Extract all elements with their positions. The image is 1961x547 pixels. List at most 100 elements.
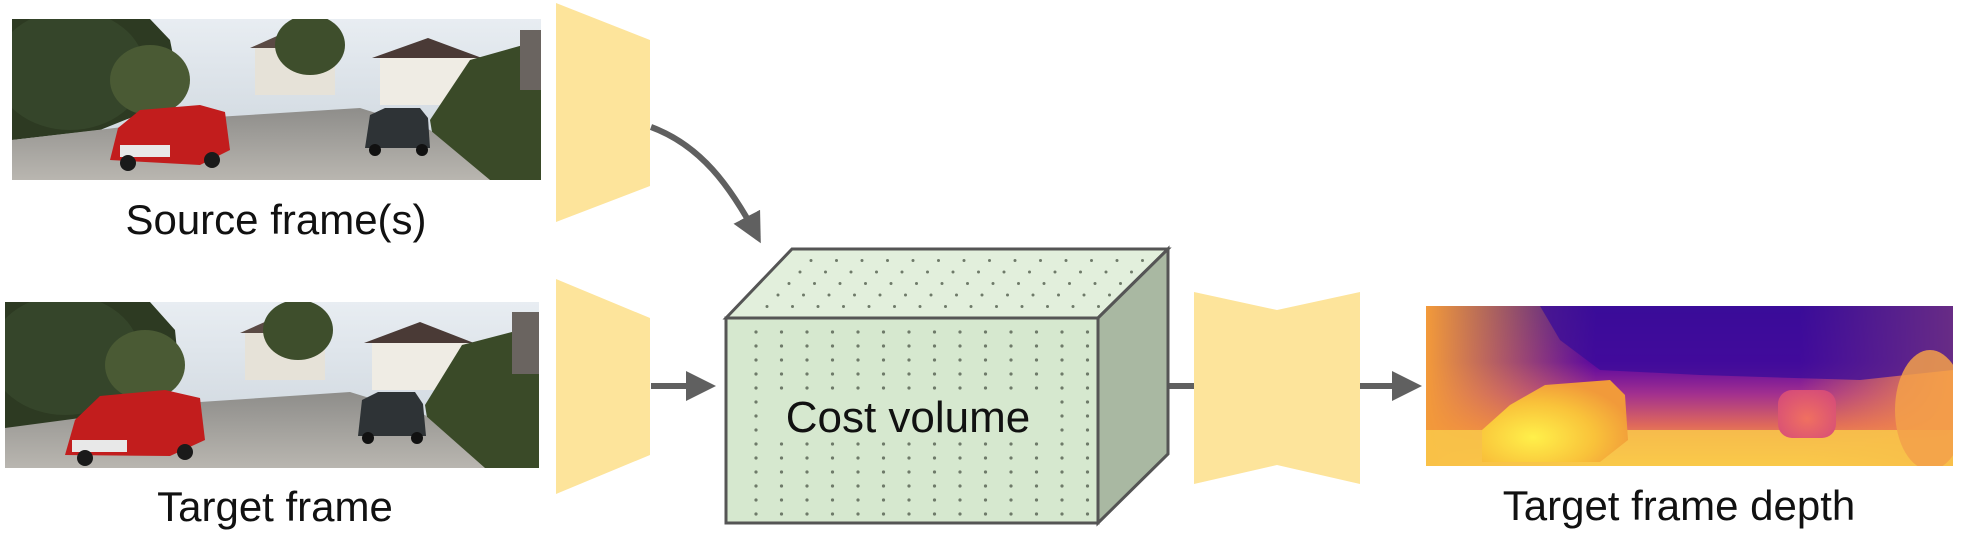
volume-dot xyxy=(907,484,911,488)
volume-dot xyxy=(881,456,886,460)
volume-dot xyxy=(958,484,962,488)
volume-dot xyxy=(881,498,886,502)
volume-dot xyxy=(907,498,911,502)
volume-dot xyxy=(900,270,904,274)
volume-dot xyxy=(754,344,758,348)
volume-dot xyxy=(1064,259,1068,262)
volume-dot xyxy=(779,484,784,488)
volume-dot xyxy=(856,498,860,502)
volume-dot xyxy=(779,498,784,502)
volume-dot xyxy=(1009,470,1013,474)
volume-dot xyxy=(881,330,886,334)
volume-dot xyxy=(1009,386,1013,390)
volume-dot xyxy=(881,442,886,446)
volume-dot xyxy=(864,282,867,285)
volume-dot xyxy=(1020,305,1024,308)
volume-dot xyxy=(830,386,835,390)
volume-dot xyxy=(904,293,907,297)
volume-dot xyxy=(838,282,842,285)
volume-dot xyxy=(1009,330,1013,334)
volume-dot xyxy=(856,470,860,474)
volume-dot xyxy=(754,512,758,516)
volume-dot xyxy=(1085,372,1090,376)
volume-dot xyxy=(1042,282,1046,285)
volume-dot xyxy=(776,293,780,297)
volume-dot xyxy=(958,442,962,446)
volume-dot xyxy=(962,259,966,262)
volume-dot xyxy=(754,358,758,362)
volume-dot xyxy=(932,484,937,488)
volume-dot xyxy=(754,428,758,432)
source-encoder xyxy=(556,3,650,222)
volume-dot xyxy=(881,358,886,362)
volume-dot xyxy=(878,293,882,297)
volume-dot xyxy=(932,358,937,362)
volume-dot xyxy=(881,344,886,348)
volume-dot xyxy=(779,344,784,348)
volume-dot xyxy=(1034,372,1039,376)
volume-dot xyxy=(1085,456,1090,460)
volume-dot xyxy=(1034,330,1039,334)
volume-dot xyxy=(809,259,813,262)
volume-dot xyxy=(856,344,860,348)
volume-dot xyxy=(1060,484,1064,488)
volume-dot xyxy=(911,259,915,262)
volume-dot xyxy=(1085,400,1090,404)
volume-dot xyxy=(1009,498,1013,502)
volume-dot xyxy=(875,270,878,274)
volume-dot xyxy=(995,305,998,308)
volume-dot xyxy=(805,512,809,516)
volume-dot xyxy=(1057,293,1060,297)
volume-dot xyxy=(983,456,988,460)
volume-dot xyxy=(779,470,784,474)
volume-dot xyxy=(1085,414,1090,418)
volume-dot xyxy=(856,386,860,390)
volume-dot xyxy=(1017,282,1020,285)
volume-dot xyxy=(966,282,969,285)
volume-dot xyxy=(991,282,995,285)
volume-dot xyxy=(754,442,758,446)
volume-dot xyxy=(907,456,911,460)
volume-dot xyxy=(918,305,922,308)
volume-dot xyxy=(779,372,784,376)
volume-dot xyxy=(798,270,802,274)
volume-dot xyxy=(907,344,911,348)
volume-dot xyxy=(779,442,784,446)
volume-dot xyxy=(1034,498,1039,502)
volume-dot xyxy=(1085,498,1090,502)
volume-dot xyxy=(805,470,809,474)
volume-dot xyxy=(1009,456,1013,460)
volume-dot xyxy=(856,330,860,334)
volume-dot xyxy=(958,344,962,348)
volume-dot xyxy=(907,512,911,516)
volume-dot xyxy=(779,330,784,334)
volume-dot xyxy=(1060,414,1064,418)
volume-dot xyxy=(907,386,911,390)
volume-dot xyxy=(983,372,988,376)
volume-dot xyxy=(1028,270,1031,274)
volume-dot xyxy=(1115,259,1119,262)
volume-dot xyxy=(977,270,980,274)
volume-dot xyxy=(805,372,809,376)
volume-dot xyxy=(754,414,758,418)
volume-dot xyxy=(754,470,758,474)
volume-dot xyxy=(805,484,809,488)
volume-dot xyxy=(830,498,835,502)
volume-dot xyxy=(1009,358,1013,362)
cost-volume-label: Cost volume xyxy=(786,393,1031,442)
volume-dot xyxy=(1006,293,1009,297)
volume-dot xyxy=(805,442,809,446)
volume-dot xyxy=(830,330,835,334)
volume-dot xyxy=(830,512,835,516)
volume-dot xyxy=(1068,282,1071,285)
volume-dot xyxy=(1085,386,1090,390)
volume-dot xyxy=(1141,259,1144,262)
volume-dot xyxy=(805,344,809,348)
volume-dot xyxy=(983,330,988,334)
volume-dot xyxy=(1097,305,1100,308)
volume-dot xyxy=(1060,512,1064,516)
volume-dot xyxy=(835,259,838,262)
volume-dot xyxy=(1060,400,1064,404)
volume-dot xyxy=(856,456,860,460)
volume-dot xyxy=(754,386,758,390)
